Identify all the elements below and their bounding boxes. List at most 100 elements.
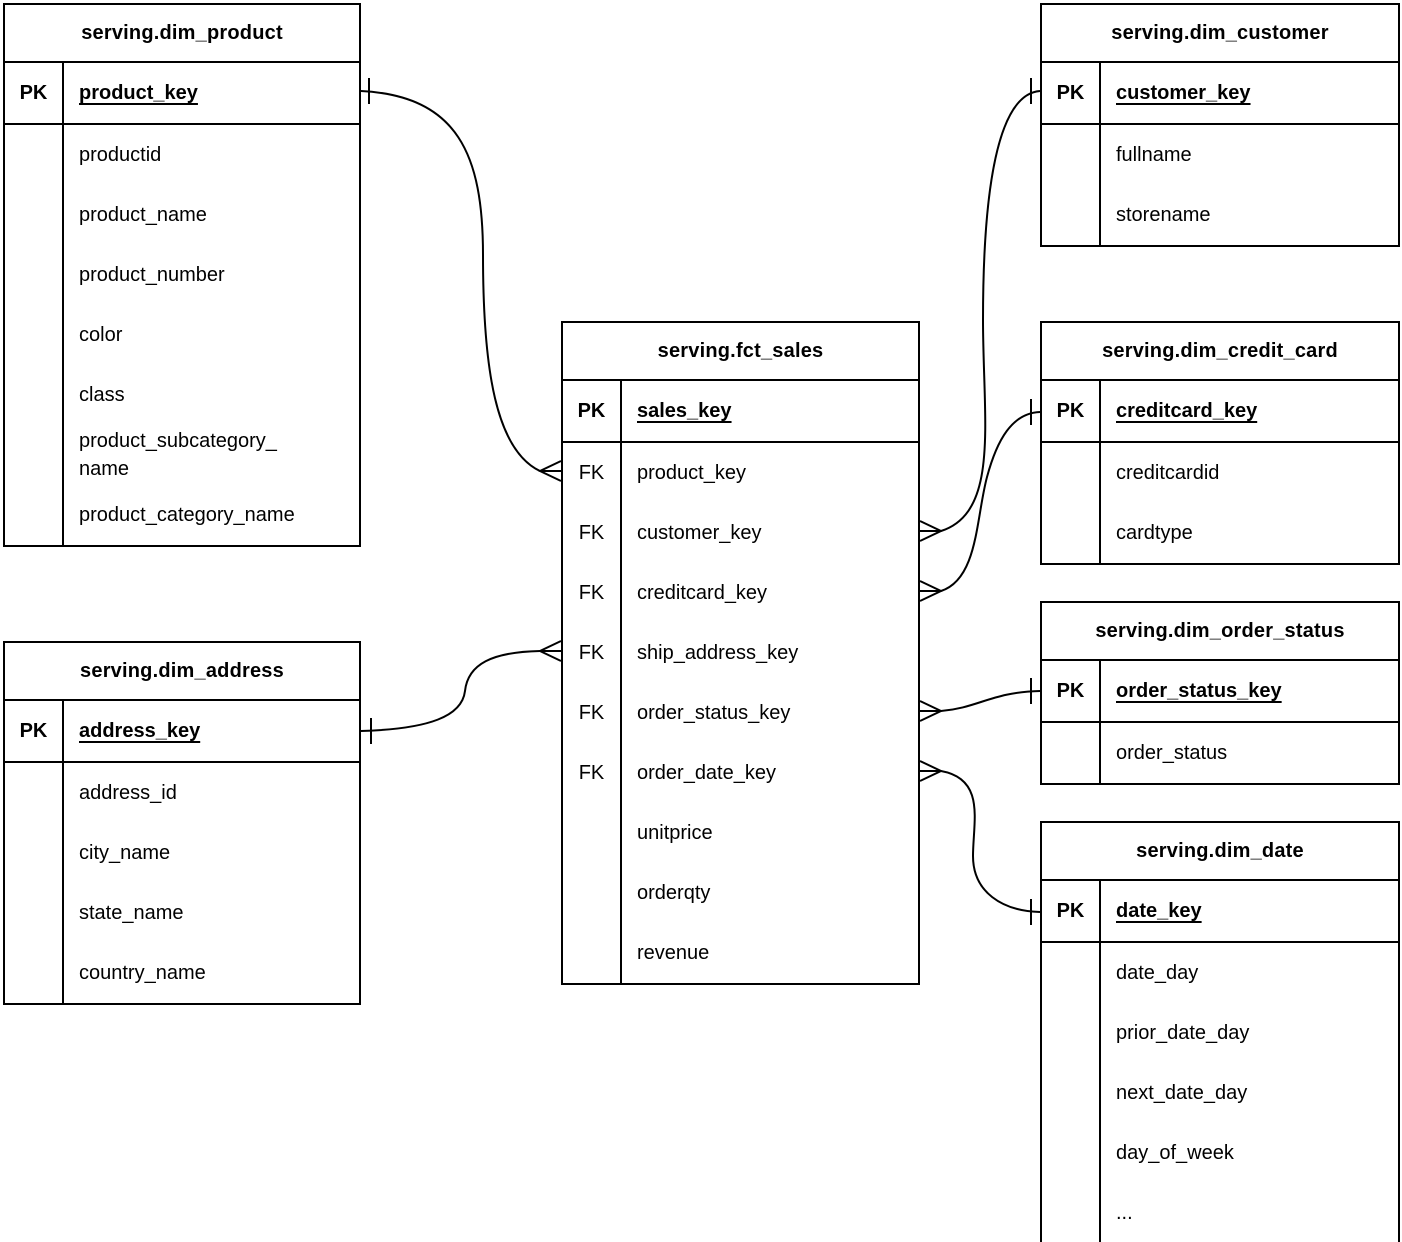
relationship-line (940, 690, 1041, 712)
attribute-label: product_name (79, 204, 207, 226)
attribute-row: product_subcategory_name (5, 425, 359, 485)
attribute-row: creditcardid (1042, 443, 1398, 503)
relationship-customer (919, 78, 1041, 542)
entity-title: serving.dim_customer (1042, 5, 1398, 63)
attribute-label: productid (79, 144, 162, 166)
attribute-label: product_subcategory_name (79, 430, 277, 480)
crow-foot-icon (537, 460, 562, 482)
entity-dim-address: serving.dim_address PK address_key addre… (3, 641, 361, 1005)
relationship-line (940, 90, 1041, 532)
pk-field: order_status_key (1116, 680, 1282, 702)
attribute-row: color (5, 305, 359, 365)
relationship-line (360, 650, 541, 732)
attribute-label: unitprice (637, 822, 713, 844)
fk-field: creditcard_key (637, 582, 768, 604)
pk-row: PK product_key (5, 63, 359, 125)
pk-field: date_key (1116, 900, 1202, 922)
pk-badge: PK (563, 381, 622, 441)
fk-badge: FK (563, 743, 622, 803)
relationship-order-status (919, 678, 1041, 722)
pk-row: PK sales_key (563, 381, 918, 443)
entity-title: serving.dim_date (1042, 823, 1398, 881)
attribute-row: prior_date_day (1042, 1003, 1398, 1063)
fk-field: customer_key (637, 522, 762, 544)
relationship-line (940, 411, 1041, 592)
pk-field: product_key (79, 82, 198, 104)
attribute-label: city_name (79, 842, 171, 864)
relationship-line (940, 770, 1041, 913)
pk-badge: PK (5, 63, 64, 123)
attribute-row: day_of_week (1042, 1123, 1398, 1183)
pk-field: sales_key (637, 400, 732, 422)
attribute-label: cardtype (1116, 522, 1193, 544)
attribute-label: date_day (1116, 962, 1199, 984)
attribute-label: ... (1116, 1202, 1133, 1224)
attribute-label: prior_date_day (1116, 1022, 1250, 1044)
fk-row: FK customer_key (563, 503, 918, 563)
attribute-row: revenue (563, 923, 918, 983)
fk-row: FK order_status_key (563, 683, 918, 743)
attribute-row: country_name (5, 943, 359, 1003)
entity-fct-sales: serving.fct_sales PK sales_key FK product… (561, 321, 920, 985)
attribute-label: order_status (1116, 742, 1228, 764)
attribute-label: address_id (79, 782, 177, 804)
pk-row: PK date_key (1042, 881, 1398, 943)
pk-badge: PK (5, 701, 64, 761)
entity-dim-customer: serving.dim_customer PK customer_key ful… (1040, 3, 1400, 247)
attribute-label: color (79, 324, 123, 346)
fk-badge: FK (563, 503, 622, 563)
attribute-row: storename (1042, 185, 1398, 245)
fk-badge: FK (563, 683, 622, 743)
entity-dim-credit-card: serving.dim_credit_card PK creditcard_ke… (1040, 321, 1400, 565)
relationship-creditcard (919, 399, 1041, 602)
attribute-row: product_category_name (5, 485, 359, 545)
attribute-row: city_name (5, 823, 359, 883)
fk-field: order_status_key (637, 702, 791, 724)
crow-foot-icon (919, 520, 944, 542)
attribute-label: day_of_week (1116, 1142, 1234, 1164)
pk-row: PK address_key (5, 701, 359, 763)
pk-badge: PK (1042, 661, 1101, 721)
fk-row: FK order_date_key (563, 743, 918, 803)
relationship-line (360, 90, 541, 472)
fk-row: FK product_key (563, 443, 918, 503)
entity-title: serving.dim_product (5, 5, 359, 63)
fk-badge: FK (563, 443, 622, 503)
attribute-row: unitprice (563, 803, 918, 863)
attribute-row: address_id (5, 763, 359, 823)
attribute-row: date_day (1042, 943, 1398, 1003)
crow-foot-icon (919, 700, 944, 722)
attribute-label: country_name (79, 962, 206, 984)
relationship-order-date (919, 760, 1041, 925)
pk-badge: PK (1042, 381, 1101, 441)
entity-dim-date: serving.dim_date PK date_key date_day pr… (1040, 821, 1400, 1242)
attribute-label: storename (1116, 204, 1211, 226)
pk-badge: PK (1042, 881, 1101, 941)
crow-foot-icon (537, 640, 562, 662)
attribute-label: creditcardid (1116, 462, 1220, 484)
attribute-label: state_name (79, 902, 184, 924)
pk-row: PK creditcard_key (1042, 381, 1398, 443)
attribute-row: ... (1042, 1183, 1398, 1242)
entity-dim-order-status: serving.dim_order_status PK order_status… (1040, 601, 1400, 785)
entity-title: serving.dim_order_status (1042, 603, 1398, 661)
attribute-row: productid (5, 125, 359, 185)
entity-title: serving.dim_credit_card (1042, 323, 1398, 381)
fk-field: product_key (637, 462, 746, 484)
attribute-label: orderqty (637, 882, 711, 904)
crow-foot-icon (919, 580, 944, 602)
attribute-label: next_date_day (1116, 1082, 1248, 1104)
attribute-label: fullname (1116, 144, 1192, 166)
pk-row: PK customer_key (1042, 63, 1398, 125)
relationship-ship-address (360, 640, 562, 744)
attribute-label: class (79, 384, 125, 406)
pk-field: creditcard_key (1116, 400, 1258, 422)
entity-title: serving.fct_sales (563, 323, 918, 381)
attribute-row: product_number (5, 245, 359, 305)
fk-field: order_date_key (637, 762, 776, 784)
entity-title: serving.dim_address (5, 643, 359, 701)
attribute-row: orderqty (563, 863, 918, 923)
